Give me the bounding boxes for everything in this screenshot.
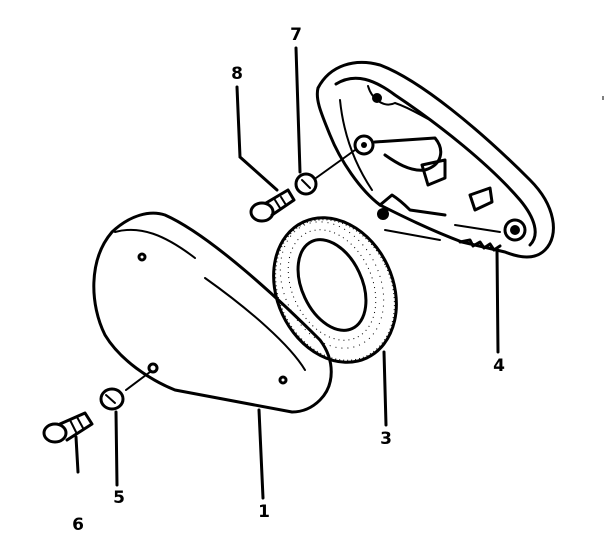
foam-gasket-ring bbox=[272, 216, 398, 364]
lower-assembly-line bbox=[125, 371, 151, 391]
front-cover-plate bbox=[92, 211, 333, 414]
callout-4: 4 bbox=[493, 356, 505, 376]
upper-lock-washer bbox=[294, 172, 318, 196]
leader-lines bbox=[74, 46, 500, 500]
upper-screw bbox=[249, 188, 296, 223]
lower-lock-washer bbox=[99, 387, 125, 411]
callout-1: 1 bbox=[258, 502, 270, 522]
callout-7: 7 bbox=[290, 25, 302, 45]
callout-3: 3 bbox=[380, 429, 392, 449]
upper-assembly-line bbox=[315, 149, 356, 179]
callout-8: 8 bbox=[231, 64, 243, 84]
rear-housing bbox=[315, 60, 555, 259]
callout-5: 5 bbox=[113, 488, 125, 508]
callout-6: 6 bbox=[72, 515, 84, 535]
lower-screw bbox=[42, 411, 94, 444]
